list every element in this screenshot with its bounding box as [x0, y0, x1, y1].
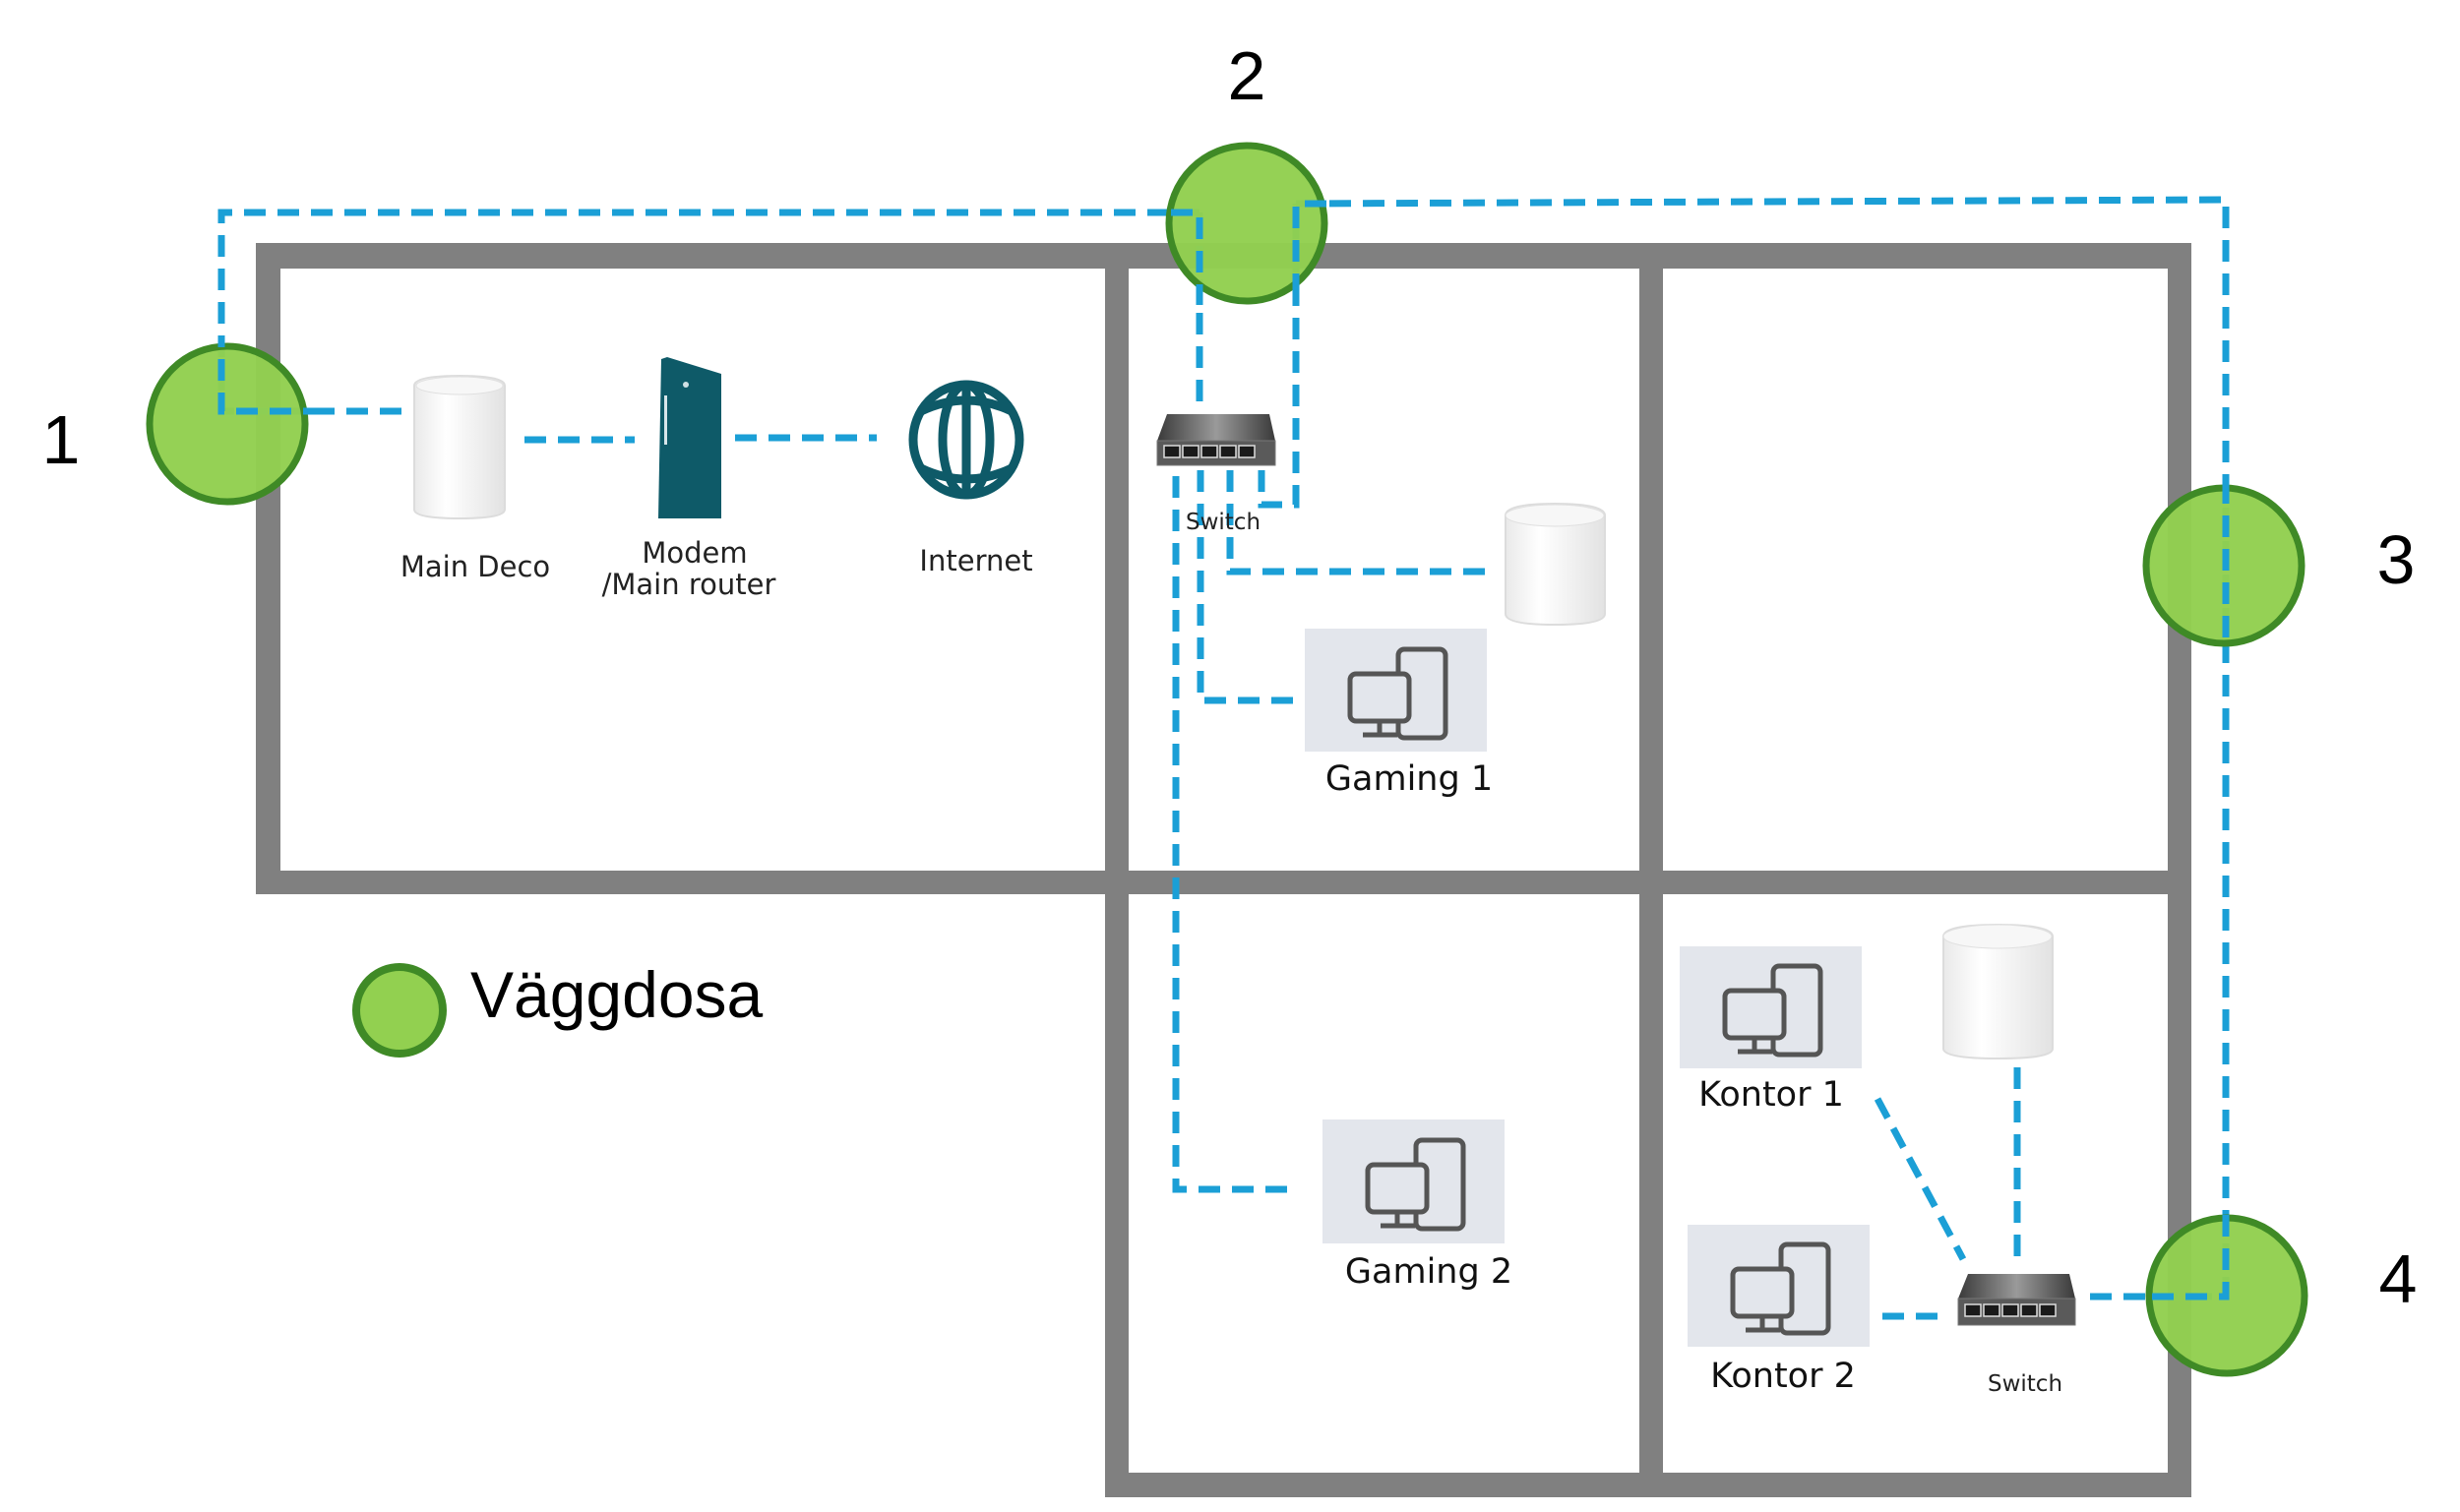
kontor-1-computer-icon[interactable] — [1680, 946, 1862, 1068]
wall-bottom — [1105, 1473, 2191, 1497]
gaming-2-computer-icon[interactable] — [1322, 1119, 1505, 1243]
wall-middle-horizontal — [256, 871, 2191, 894]
cable-overlay-outlet2-right — [1292, 200, 1328, 295]
modem-router-icon[interactable] — [658, 357, 721, 518]
wall-outlet-1[interactable] — [146, 342, 309, 506]
kontor-1-label: Kontor 1 — [1698, 1075, 1844, 1115]
wall-outlet-2[interactable] — [1165, 142, 1328, 305]
cable-switch1-to-gaming1 — [1197, 470, 1297, 704]
cable-switch1-to-deco2 — [1226, 470, 1494, 575]
gaming-1-computer-icon[interactable] — [1305, 629, 1487, 752]
walls — [256, 243, 2191, 1497]
internet-label: Internet — [919, 544, 1033, 577]
gaming-1-label: Gaming 1 — [1324, 759, 1494, 799]
legend-label: Väggdosa — [470, 958, 764, 1031]
deco-3-icon[interactable] — [1942, 923, 2054, 1060]
wall-inner-vertical-left — [1105, 243, 1129, 1497]
outlet-3-number: 3 — [2376, 521, 2416, 598]
cable-outlet2-to-outlet3-to-outlet4 — [1295, 196, 2230, 1300]
cable-overlay-outlet4 — [2145, 1215, 2230, 1300]
cable-switch2-to-kontor1 — [1874, 1097, 1967, 1261]
globe-icon[interactable] — [908, 380, 1024, 500]
outlets — [146, 142, 2308, 1377]
outlet-4-number: 4 — [2378, 1240, 2418, 1317]
cable-switch1-to-gaming2 — [1172, 476, 1296, 1193]
wall-left — [256, 243, 280, 893]
cable-outlet1-to-outlet2 — [217, 209, 1199, 415]
outlet-1-number: 1 — [41, 401, 81, 478]
network-switch-2-icon[interactable] — [1957, 1274, 2076, 1326]
deco-2-icon[interactable] — [1505, 502, 1606, 627]
legend-outlet-symbol — [352, 963, 447, 1058]
outlet-2-number: 2 — [1227, 37, 1266, 114]
cable-switch1-to-outlet2 — [1258, 204, 1300, 509]
cables-over-outlets — [217, 200, 2230, 1300]
kontor-2-label: Kontor 2 — [1710, 1357, 1856, 1396]
modem-label-line1: Modem — [642, 536, 748, 570]
cables — [217, 196, 2230, 1320]
switch-2-label: Switch — [1987, 1371, 2063, 1397]
switch-1-label: Switch — [1185, 510, 1261, 535]
cable-overlay-outlet2-left — [1171, 209, 1203, 305]
kontor-2-computer-icon[interactable] — [1688, 1225, 1870, 1347]
wall-inner-vertical-right — [1639, 243, 1663, 1497]
gaming-2-label: Gaming 2 — [1344, 1252, 1513, 1292]
main-deco-icon[interactable] — [413, 374, 506, 520]
network-switch-1-icon[interactable] — [1156, 414, 1276, 466]
modem-label-line2: /Main router — [601, 568, 776, 601]
main-deco-label: Main Deco — [400, 550, 551, 583]
cable-overlay-outlet1 — [217, 339, 325, 415]
